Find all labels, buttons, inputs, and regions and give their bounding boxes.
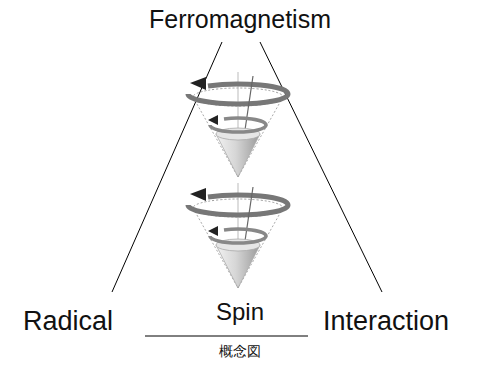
vertex-label: Interaction [323,307,449,337]
triangle-base [145,336,308,337]
figure-caption: 概念図 [219,344,261,359]
spinning-top [188,72,288,177]
triangle-side [260,42,382,292]
vertex-label: Ferromagnetism [149,6,331,34]
vertex-label: Radical [23,307,113,337]
center-label: Spin [216,299,264,325]
spinning-top [188,183,288,288]
